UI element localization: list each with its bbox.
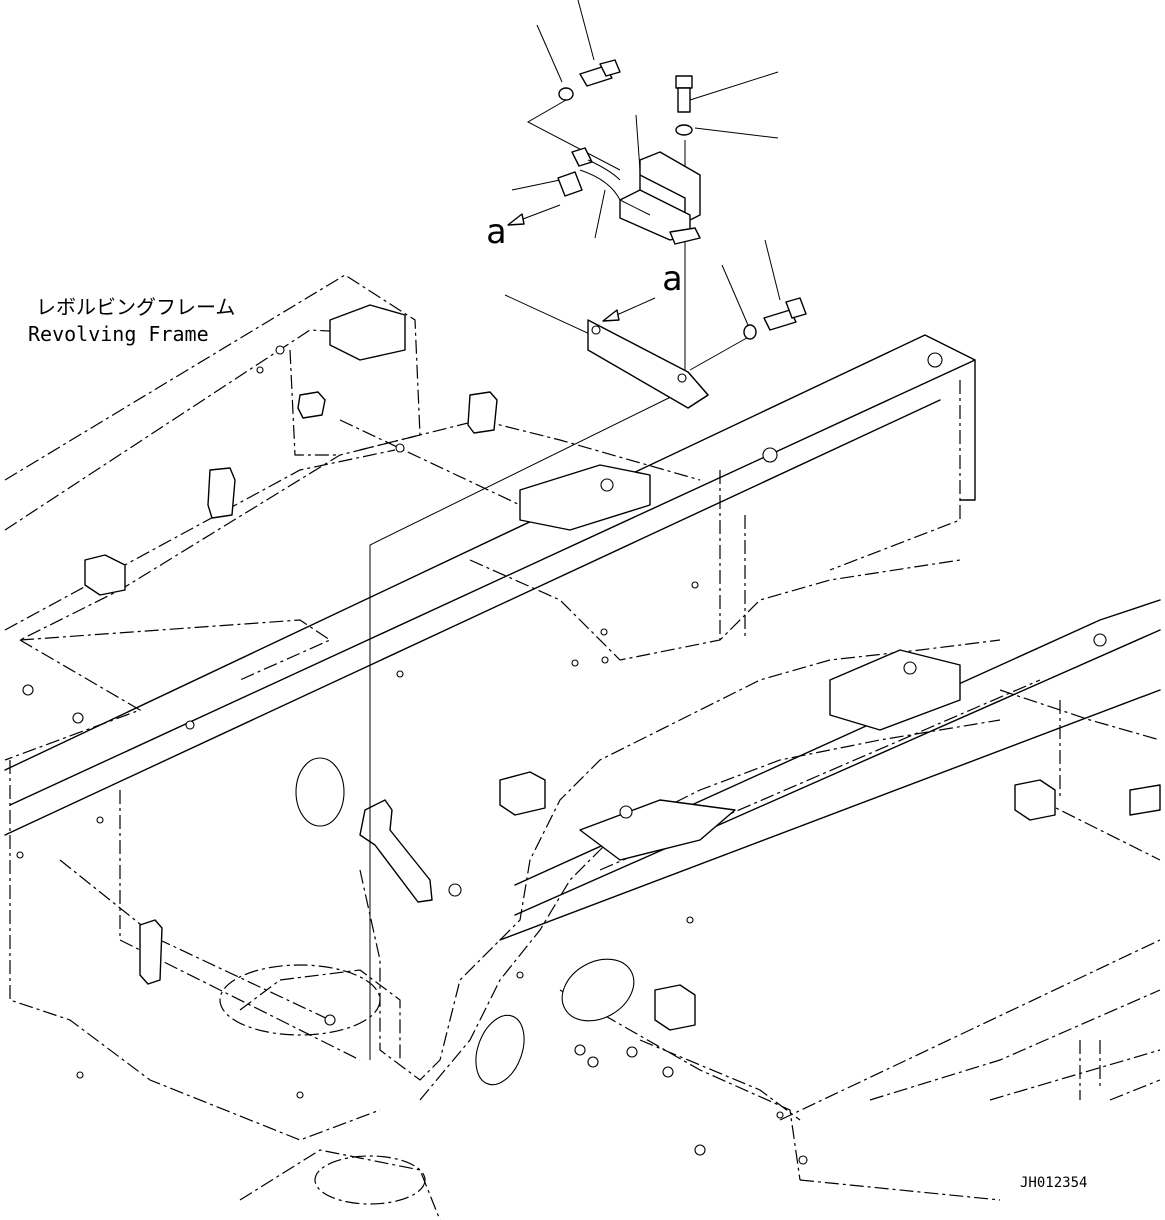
revolving-frame	[4, 274, 1161, 1220]
drawing-id: JH012354	[1020, 1175, 1087, 1191]
view-marker-a-1: a	[486, 212, 506, 252]
frame-label-jp: レボルビングフレーム	[36, 295, 235, 319]
exploded-parts	[504, 0, 807, 409]
view-marker-a-2: a	[662, 259, 682, 299]
frame-label-en: Revolving Frame	[28, 322, 209, 346]
frame-holes	[16, 345, 1107, 1165]
